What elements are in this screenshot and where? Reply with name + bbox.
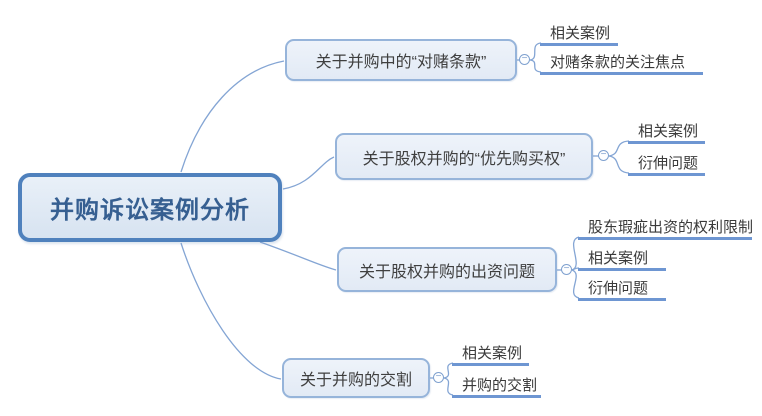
branch-topic-2[interactable]: 关于股权并购的“优先购买权” [335,133,593,180]
leaf-topic-2-2[interactable]: 衍伸问题 [628,154,705,176]
connector-branch1-child1 [529,42,542,61]
collapse-toggle-branch1[interactable]: − [519,54,530,65]
connector-branch3-child3 [571,269,580,299]
leaf-topic-1-2[interactable]: 对赌条款的关注焦点 [540,53,703,75]
collapse-toggle-branch2[interactable]: − [598,150,609,161]
branch-topic-1[interactable]: 关于并购中的“对赌条款” [285,39,517,81]
connector-branch3-child1 [571,236,580,271]
connector-root-branch2 [282,156,335,190]
collapse-toggle-branch3[interactable]: − [561,264,572,275]
leaf-topic-1-1[interactable]: 相关案例 [540,24,618,46]
leaf-topic-2-1[interactable]: 相关案例 [628,122,705,144]
root-topic[interactable]: 并购诉讼案例分析 [18,173,282,242]
leaf-topic-3-2[interactable]: 相关案例 [578,249,666,271]
leaf-topic-4-2[interactable]: 并购的交割 [452,376,541,398]
connector-branch4-child1 [443,362,454,379]
connector-root-branch1 [180,60,285,173]
connector-branch2-child2 [608,155,630,174]
connector-branch1-child2 [529,59,542,73]
collapse-toggle-branch4[interactable]: − [433,372,444,383]
leaf-topic-4-1[interactable]: 相关案例 [452,344,529,366]
connector-branch4-child2 [443,377,454,396]
connector-root-branch3 [259,241,337,271]
branch-topic-3[interactable]: 关于股权并购的出资问题 [337,247,557,292]
connector-branch2-child1 [608,140,630,157]
branch-topic-4[interactable]: 关于并购的交割 [282,358,430,398]
connector-root-branch4 [180,242,282,380]
leaf-topic-3-3[interactable]: 衍伸问题 [578,279,666,301]
leaf-topic-3-1[interactable]: 股东瑕疵出资的权利限制 [578,218,753,240]
